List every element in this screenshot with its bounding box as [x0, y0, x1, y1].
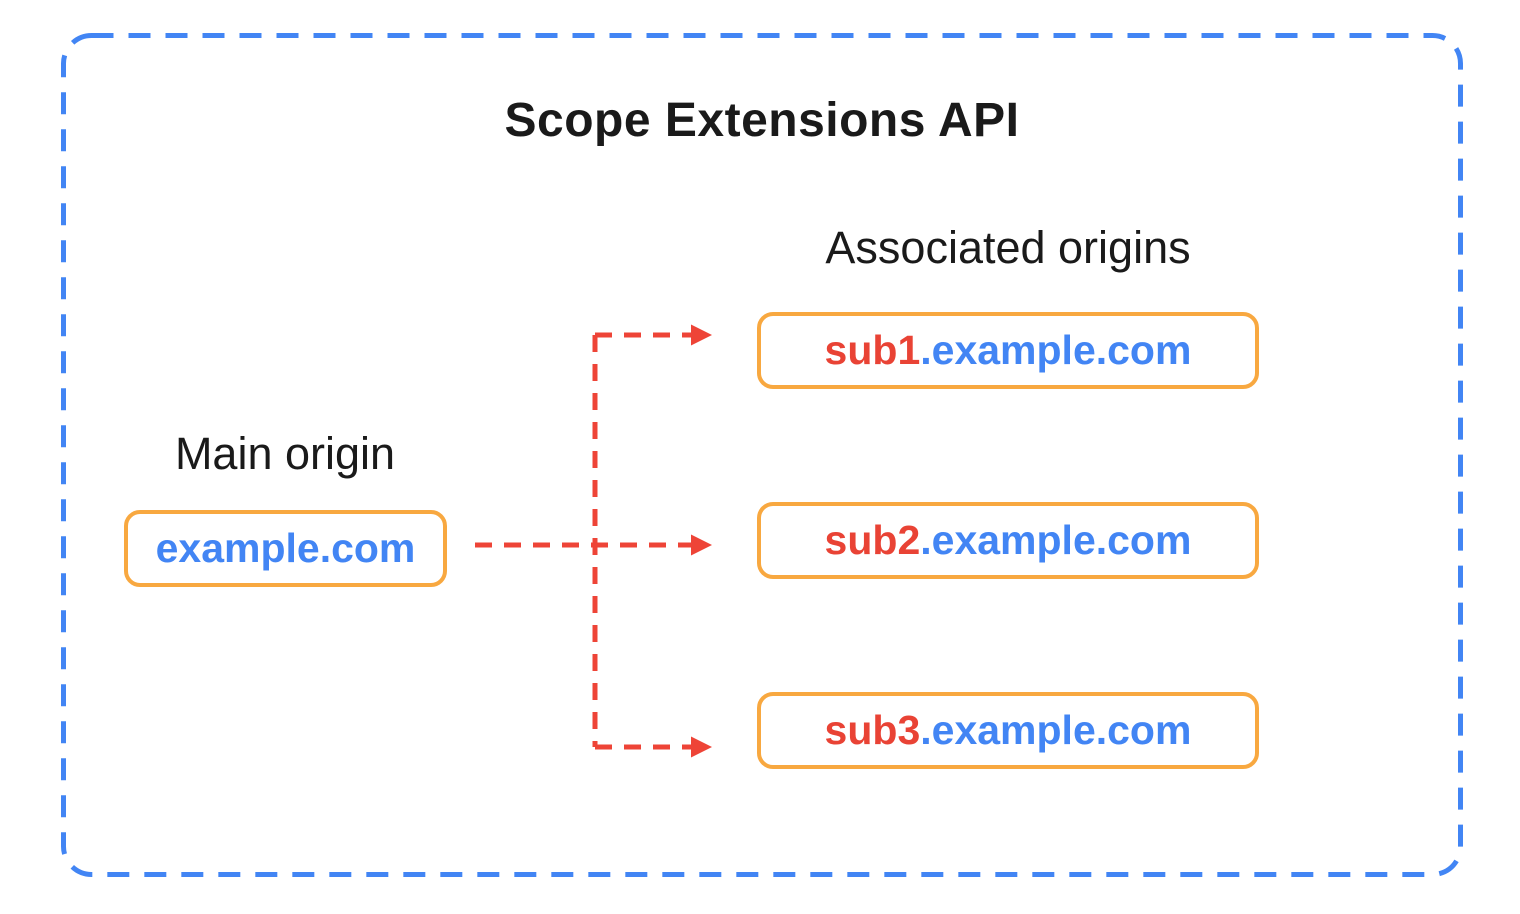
subdomain-text: sub1: [824, 327, 921, 373]
domain-suffix-text: .example.com: [920, 707, 1192, 753]
main-origin-domain-text: example.com: [155, 525, 416, 571]
main-origin-box: example.com: [124, 510, 447, 587]
domain-suffix-text: .example.com: [920, 327, 1192, 373]
diagram-title: Scope Extensions API: [504, 94, 1020, 147]
domain-suffix-text: .example.com: [920, 517, 1192, 563]
subdomain-text: sub2: [824, 517, 921, 563]
associated-origin-box-3: sub3.example.com: [757, 692, 1259, 769]
associated-origin-box-2: sub2.example.com: [757, 502, 1259, 579]
associated-origin-box-1: sub1.example.com: [757, 312, 1259, 389]
main-origin-label: Main origin: [174, 428, 396, 479]
subdomain-text: sub3: [824, 707, 921, 753]
associated-origins-label: Associated origins: [825, 222, 1191, 273]
